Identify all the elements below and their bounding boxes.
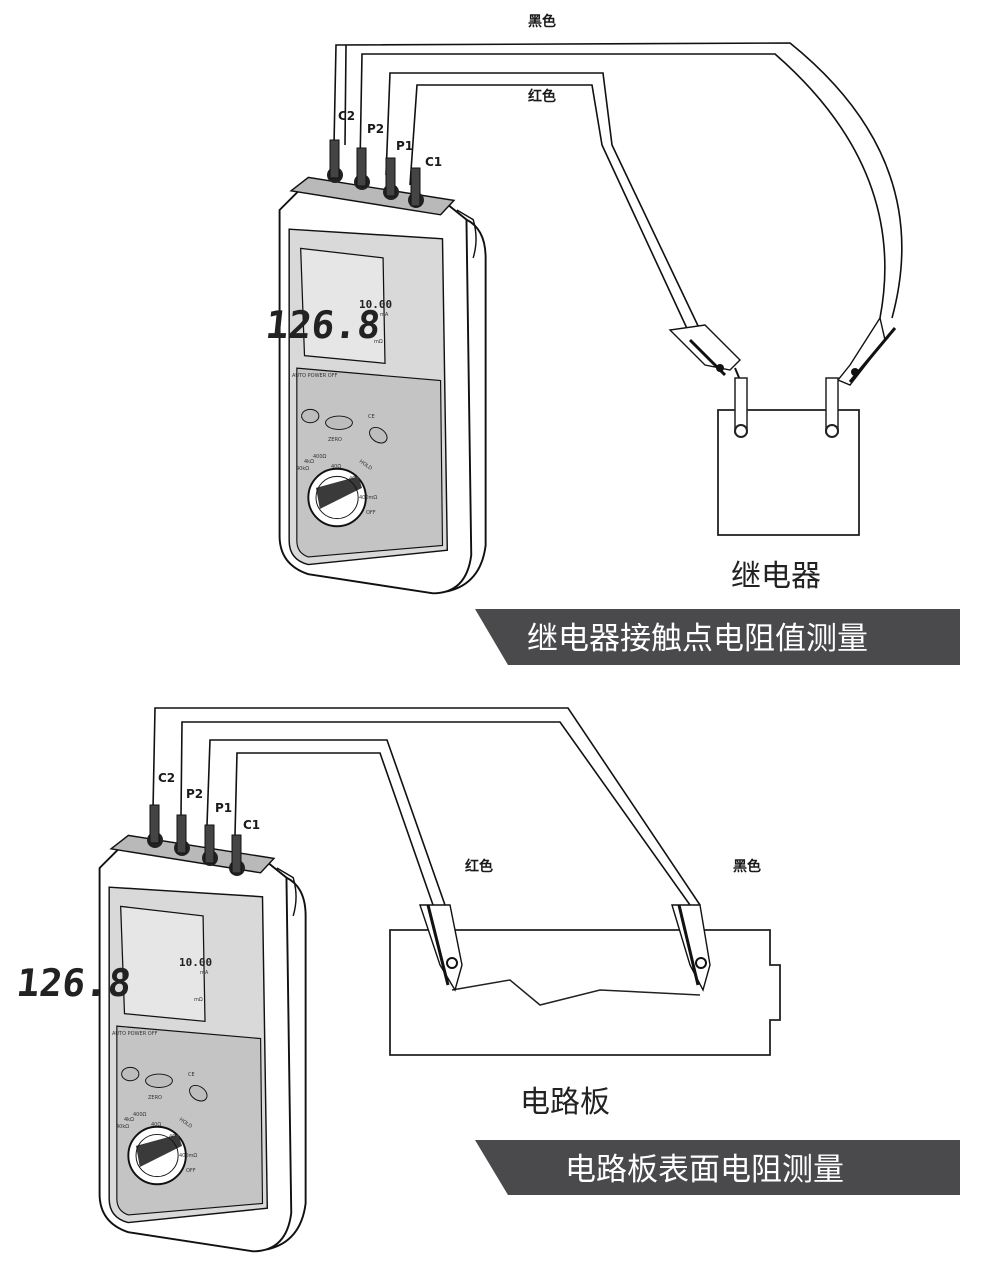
range-400m-2: 400mΩ (179, 1153, 197, 1159)
wire-black-label: 黑色 (528, 13, 556, 30)
range-off: OFF (366, 510, 376, 516)
range-40-2: 40Ω (151, 1122, 161, 1128)
meter-illustration-2 (98, 834, 307, 1253)
range-4: 4Ω (349, 476, 356, 482)
lcd-main-unit: mΩ (374, 339, 383, 345)
range-400m: 400mΩ (359, 495, 377, 501)
clamp-black-right (836, 316, 897, 386)
auto-power-off-label: AUTO POWER OFF (292, 373, 338, 379)
range-off-2: OFF (186, 1168, 196, 1174)
clamp-red-pcb (419, 904, 463, 992)
range-4-2: 4Ω (169, 1134, 176, 1140)
ce-mark-2: CE (188, 1072, 195, 1078)
jack-pins-2 (147, 804, 245, 876)
lcd-sub-unit-2: mA (200, 970, 209, 976)
clamp-black-pcb (671, 904, 711, 992)
zero-button-label: ZERO (328, 437, 342, 443)
port-c2-label: C2 (338, 109, 355, 123)
range-40k: 40kΩ (296, 466, 309, 472)
zero-button-label-2: ZERO (148, 1095, 162, 1101)
lcd-main-reading: 126.8 (264, 303, 383, 347)
range-4k: 4kΩ (304, 459, 314, 465)
pcb-label: 电路板 (520, 1085, 610, 1120)
port-c1-label-2: C1 (243, 818, 260, 832)
port-c1-label: C1 (425, 155, 442, 169)
clamp-red-left (668, 324, 746, 393)
port-p2-label: P2 (367, 122, 384, 136)
lcd-sub-unit: mA (380, 312, 389, 318)
panel-relay: 126.8 10.00 mA mΩ AUTO POWER OFF CE ZERO… (264, 13, 960, 665)
auto-power-off-label-2: AUTO POWER OFF (112, 1031, 158, 1037)
range-400-2: 400Ω (133, 1112, 147, 1118)
banner-relay-title: 继电器接触点电阻值测量 (527, 621, 868, 657)
lcd-main-reading-2: 126.8 (14, 961, 133, 1005)
lcd-main-unit-2: mΩ (194, 997, 203, 1003)
wire-red-label: 红色 (528, 88, 556, 105)
banner-relay-bg (475, 609, 960, 665)
wire-black-label-2: 黑色 (733, 858, 761, 875)
pcb-trace (451, 979, 701, 1006)
range-4k-2: 4kΩ (124, 1117, 134, 1123)
ce-mark: CE (368, 414, 375, 420)
lcd-sub-reading-2: 10.00 (179, 956, 212, 969)
port-p1-label-2: P1 (215, 801, 232, 815)
relay-label: 继电器 (731, 559, 821, 594)
wire-red-label-2: 红色 (465, 858, 493, 875)
lcd-sub-reading: 10.00 (359, 298, 392, 311)
banner-pcb-bg (475, 1140, 960, 1195)
meter-illustration (278, 176, 487, 595)
port-p1-label: P1 (396, 139, 413, 153)
range-40k-2: 40kΩ (116, 1124, 129, 1130)
banner-pcb-title: 电路板表面电阻测量 (565, 1152, 844, 1188)
port-c2-label-2: C2 (158, 771, 175, 785)
range-400: 400Ω (313, 454, 327, 460)
pcb-board (389, 929, 781, 1056)
port-p2-label-2: P2 (186, 787, 203, 801)
jack-pins (327, 139, 424, 208)
range-40: 40Ω (331, 464, 341, 470)
panel-pcb: 126.8 10.00 mA mΩ AUTO POWER OFF CE ZERO… (14, 707, 960, 1253)
